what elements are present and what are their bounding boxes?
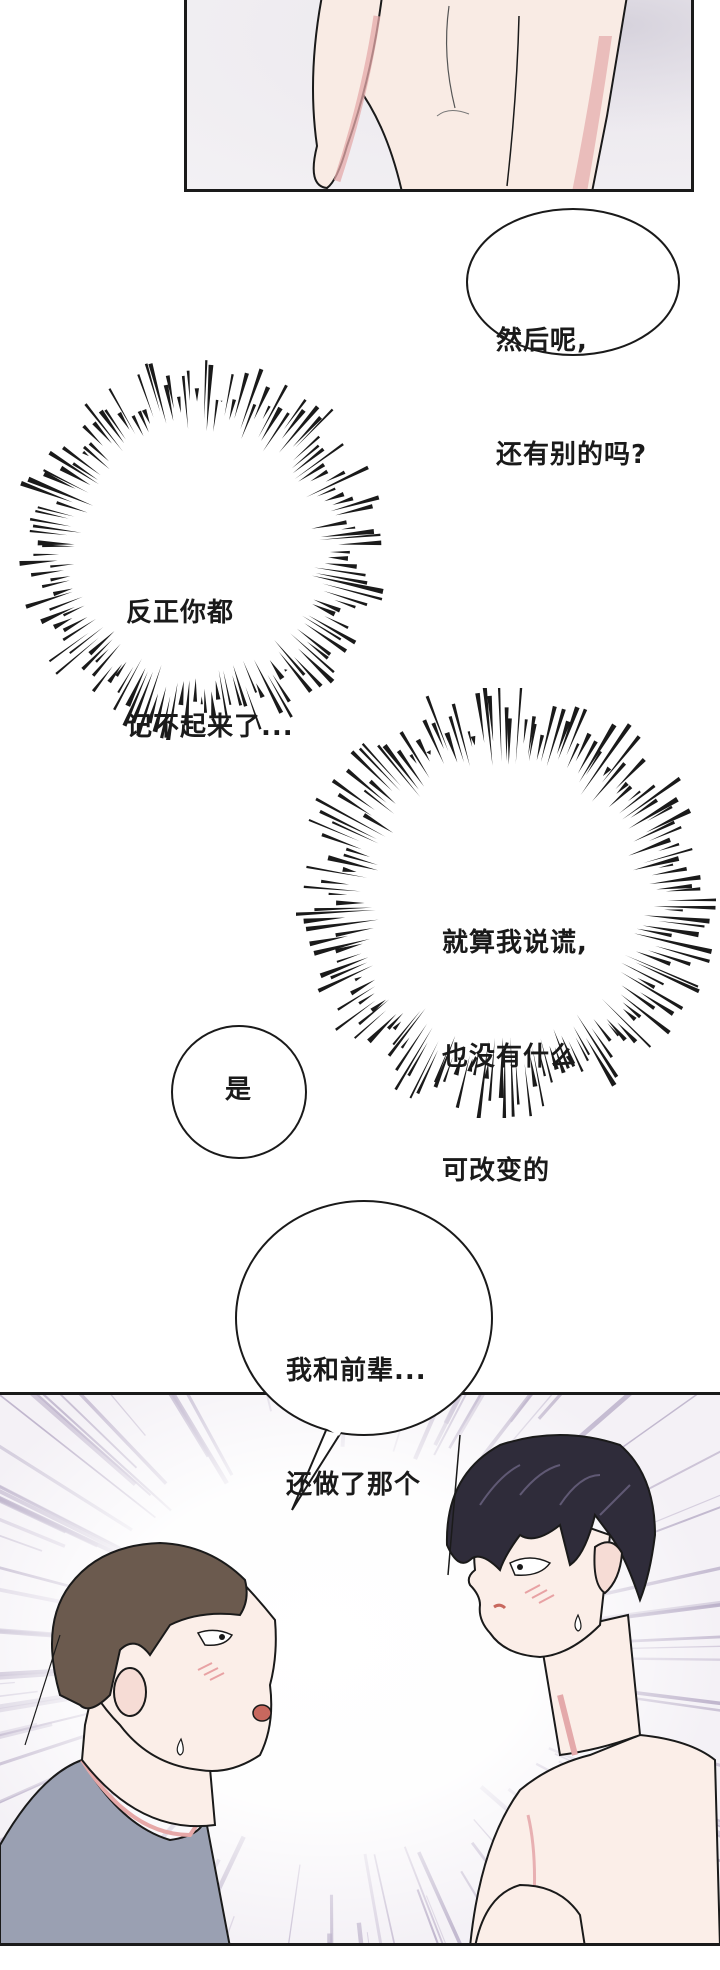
bubble-2-text: 是: [225, 1075, 253, 1105]
burst-1-line-2: 记不起来了...: [126, 712, 294, 742]
burst-2-line-1: 就算我说谎,: [442, 928, 588, 958]
bubble-3-line-1: 我和前辈...: [286, 1356, 427, 1386]
burst-2-line-3: 可改变的: [442, 1156, 551, 1186]
burst-lines-icon: [296, 688, 716, 1118]
torso-illustration: [187, 0, 691, 189]
bubble-1-text: 然后呢, 还有别的吗?: [496, 246, 647, 550]
burst-2-line-2: 也没有什么: [442, 1042, 578, 1072]
bubble-3-text: 我和前辈... 还做了那个: [286, 1276, 427, 1580]
speech-oval-tail-icon: [235, 1200, 493, 1511]
speech-bubble-3: 我和前辈... 还做了那个: [230, 1196, 498, 1516]
bubble-1-line-1: 然后呢,: [496, 326, 588, 356]
speech-bubble-2: 是: [169, 1023, 309, 1161]
bubble-3-line-2: 还做了那个: [286, 1470, 422, 1500]
burst-1-line-1: 反正你都: [126, 598, 235, 628]
bubble-1-line-2: 还有别的吗?: [496, 440, 648, 470]
speech-bubble-1: 然后呢, 还有别的吗?: [464, 206, 682, 470]
comic-panel-torso: [184, 0, 694, 192]
burst-2-text: 就算我说谎, 也没有什么 可改变的: [442, 848, 588, 1266]
characters-illustration: [0, 1395, 720, 1943]
emphasis-burst-1: 反正你都 记不起来了...: [14, 360, 384, 742]
emphasis-burst-2: 就算我说谎, 也没有什么 可改变的: [296, 688, 716, 1186]
burst-1-text: 反正你都 记不起来了...: [126, 518, 294, 822]
speech-circle-icon: [171, 1025, 307, 1159]
comic-panel-two-characters: [0, 1392, 720, 1946]
speech-oval-icon: [466, 208, 680, 356]
burst-lines-icon: [19, 360, 384, 740]
